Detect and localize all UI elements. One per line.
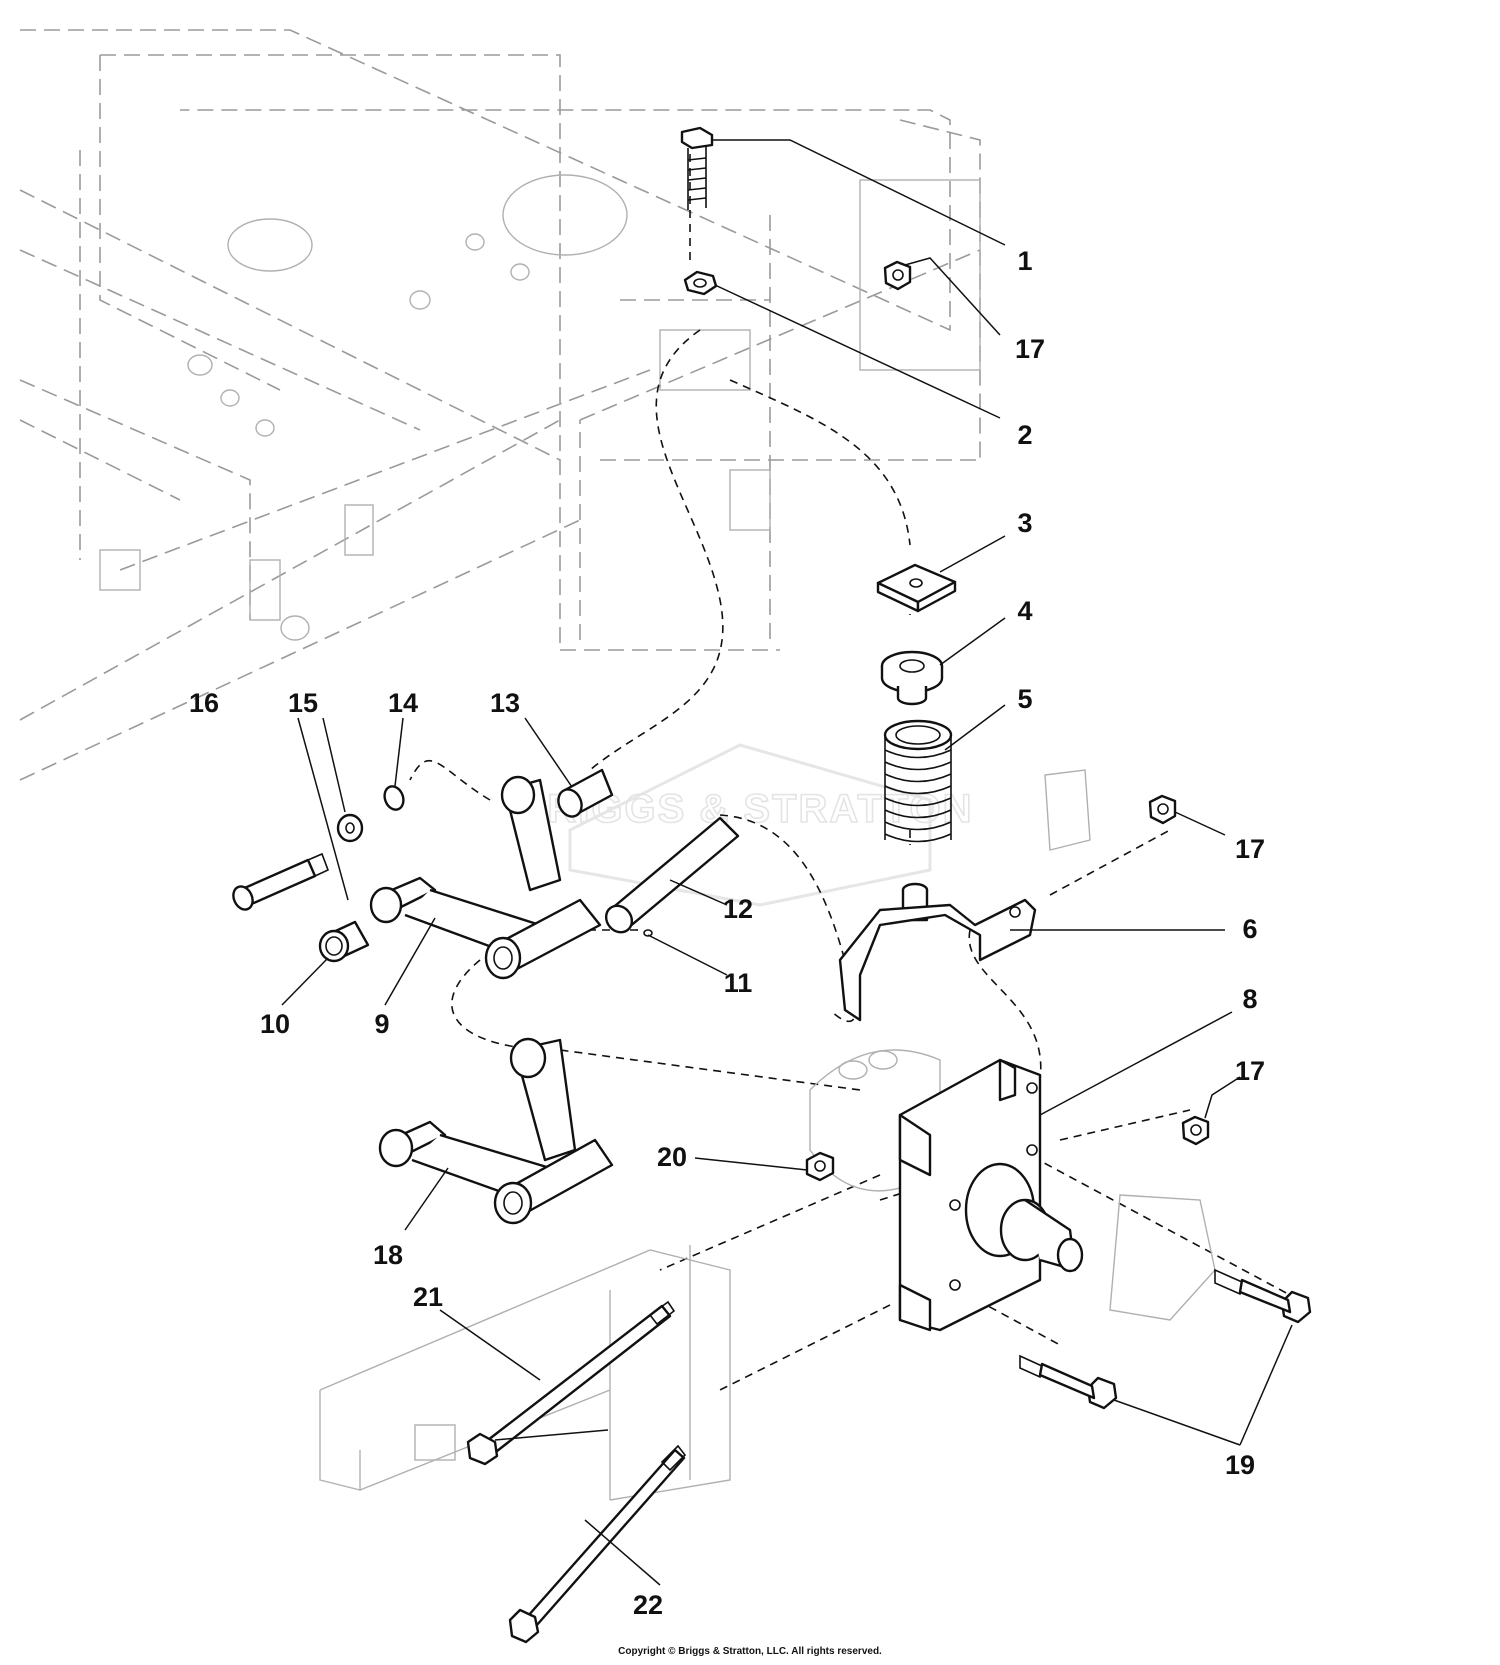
callout-5: 5 bbox=[1017, 684, 1032, 714]
a-arm-lower-part-18 bbox=[378, 1037, 614, 1225]
pivot-pin-part-12 bbox=[604, 816, 740, 934]
lock-nut-part-17b bbox=[1148, 794, 1177, 825]
square-plate-part-3 bbox=[876, 563, 957, 613]
copyright-notice: Copyright © Briggs & Stratton, LLC. All … bbox=[618, 1646, 882, 1657]
callout-4: 4 bbox=[1017, 596, 1032, 626]
callout-10: 10 bbox=[260, 1009, 290, 1039]
coil-spring-part-5 bbox=[883, 719, 953, 843]
callout-19: 19 bbox=[1225, 1450, 1255, 1480]
callout-17-top: 17 bbox=[1015, 334, 1045, 364]
callout-17-middle: 17 bbox=[1235, 834, 1265, 864]
long-bolt-part-21 bbox=[466, 1300, 676, 1466]
lock-nut-part-17a bbox=[883, 260, 912, 291]
callout-labels: 1 17 2 3 4 5 17 6 8 17 16 15 14 13 12 11… bbox=[189, 246, 1265, 1620]
callout-13: 13 bbox=[490, 688, 520, 718]
callout-20: 20 bbox=[657, 1142, 687, 1172]
callout-3: 3 bbox=[1017, 508, 1032, 538]
callout-21: 21 bbox=[413, 1282, 443, 1312]
callout-8: 8 bbox=[1242, 984, 1257, 1014]
long-bolt-part-22 bbox=[508, 1444, 687, 1644]
hex-bolt-part-19a bbox=[1214, 1268, 1312, 1324]
callout-16: 16 bbox=[189, 688, 219, 718]
spring-cap-part-4 bbox=[880, 650, 944, 706]
callout-15: 15 bbox=[288, 688, 318, 718]
spring-bracket-part-6 bbox=[838, 882, 1037, 1022]
bushing-part-10 bbox=[318, 920, 370, 963]
callout-9: 9 bbox=[374, 1009, 389, 1039]
hex-nut-part-20 bbox=[805, 1151, 835, 1182]
callout-22: 22 bbox=[633, 1590, 663, 1620]
leader-lines bbox=[281, 139, 1293, 1586]
callout-2: 2 bbox=[1017, 420, 1032, 450]
a-arm-upper-part-9 bbox=[369, 775, 653, 980]
callout-17-lower: 17 bbox=[1235, 1056, 1265, 1086]
frame-ghost bbox=[19, 29, 981, 781]
shoulder-bolt-part-16 bbox=[232, 852, 330, 911]
hex-bolt-part-19b bbox=[1019, 1354, 1118, 1410]
callout-18: 18 bbox=[373, 1240, 403, 1270]
carriage-bolt-part-1 bbox=[680, 126, 714, 210]
bushing-part-13 bbox=[557, 768, 614, 818]
callout-1: 1 bbox=[1017, 246, 1032, 276]
callout-12: 12 bbox=[723, 894, 753, 924]
callout-14: 14 bbox=[388, 688, 418, 718]
lock-nut-part-17c bbox=[1181, 1115, 1210, 1146]
lower-frame-ghost bbox=[319, 769, 1216, 1501]
washer-part-15 bbox=[336, 813, 364, 843]
callout-6: 6 bbox=[1242, 914, 1257, 944]
o-ring-part-14 bbox=[383, 785, 405, 811]
motor-mount-part-8 bbox=[809, 1049, 1084, 1332]
hex-nut-part-2 bbox=[683, 270, 718, 296]
callout-11: 11 bbox=[724, 968, 753, 998]
